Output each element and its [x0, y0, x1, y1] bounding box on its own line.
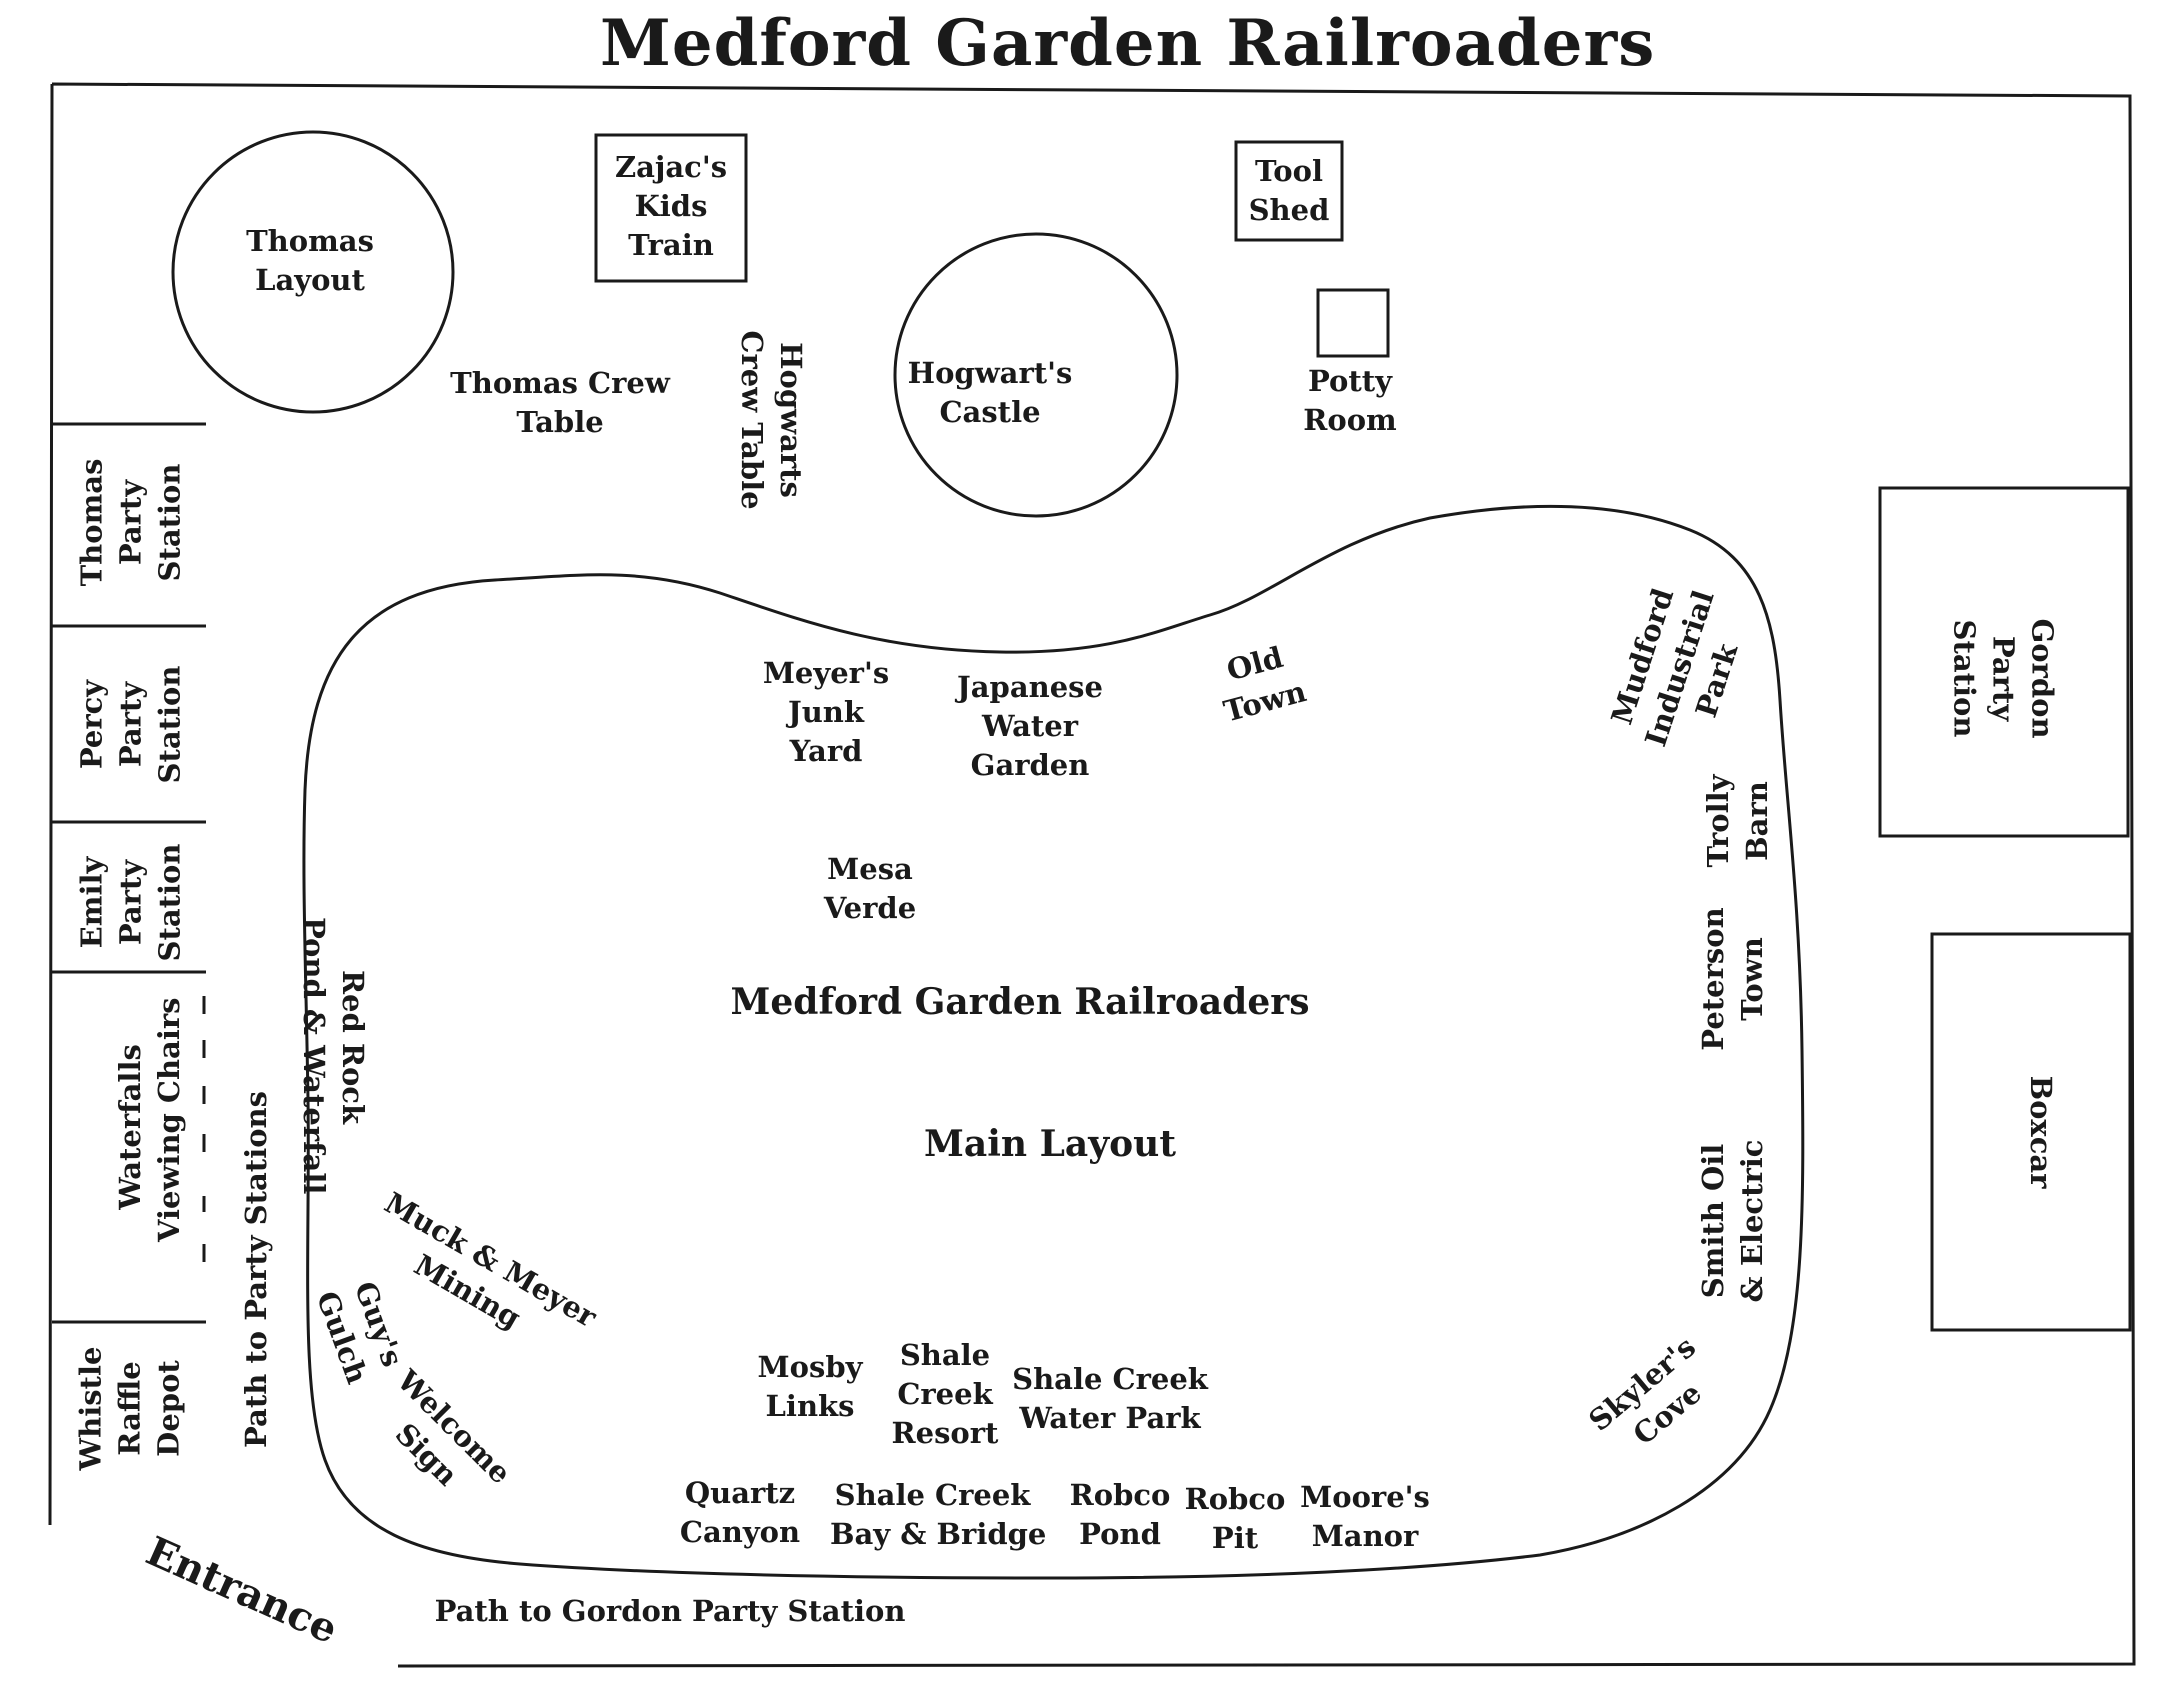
main-layout-label: Main Layout	[924, 1123, 1176, 1165]
potty-room-box	[1316, 288, 1390, 358]
moores-manor-label: Moore's Manor	[1300, 1480, 1430, 1553]
thomas-layout-circle	[171, 130, 455, 414]
mesa-verde-label: Mesa Verde	[823, 852, 917, 925]
mosby-links-label: Mosby Links	[757, 1350, 863, 1423]
layout-name-label: Medford Garden Railroaders	[730, 981, 1310, 1023]
boxcar-box	[1930, 932, 2132, 1332]
robco-pit-label: Robco Pit	[1184, 1482, 1286, 1555]
thomas-layout-label: Thomas Layout	[246, 224, 374, 297]
potty-room-label: Potty Room	[1303, 364, 1397, 437]
outer-boundary	[48, 82, 2136, 1668]
shale-creek-resort-label: Shale Creek Resort	[891, 1338, 999, 1450]
meyers-junk-yard-label: Meyer's Junk Yard	[762, 656, 890, 768]
tool-shed-box	[1234, 140, 1344, 242]
path-to-party-stations-label: Path to Party Stations	[239, 1091, 273, 1448]
path-to-gordon-party-station-label: Path to Gordon Party Station	[434, 1594, 906, 1628]
tool-shed-label: Tool Shed	[1248, 154, 1330, 227]
shale-creek-water-park-label: Shale Creek Water Park	[1012, 1362, 1208, 1435]
emily-party-station-label: Emily Party Station	[74, 843, 187, 962]
whistle-raffle-depot-label: Whistle Raffle Depot	[73, 1346, 186, 1471]
waterfalls-viewing-chairs-label: Waterfalls Viewing Chairs	[113, 997, 186, 1242]
shale-creek-bay-bridge-label: Shale Creek Bay & Bridge	[830, 1478, 1047, 1551]
quartz-canyon-label: Quartz Canyon	[679, 1476, 801, 1549]
boxcar-label: Boxcar	[2024, 1075, 2058, 1189]
hogwarts-crew-table-label: Hogwarts Crew Table	[735, 330, 808, 510]
gordon-party-station-label: Gordon Party Station	[1947, 618, 2060, 739]
thomas-crew-table-label: Thomas Crew Table	[450, 366, 670, 439]
gordon-party-station-box	[1878, 486, 2130, 838]
japanese-water-garden-label: Japanese Water Garden	[957, 670, 1103, 782]
robco-pond-label: Robco Pond	[1069, 1478, 1171, 1551]
trolly-barn-label: Trolly Barn	[1701, 774, 1774, 868]
main-layout-track	[302, 504, 1805, 1580]
thomas-party-station-label: Thomas Party Station	[74, 458, 187, 587]
hogwarts-castle-label: Hogwart's Castle	[907, 356, 1073, 429]
red-rock-pond-label: Red Rock Pond & Waterfall	[297, 917, 370, 1195]
smith-oil-electric-label: Smith Oil & Electric	[1696, 1139, 1769, 1303]
party-station-dividers	[52, 422, 206, 1324]
zajac-kids-train-label: Zajac's Kids Train	[614, 150, 728, 262]
percy-party-station-label: Percy Party Station	[74, 665, 187, 784]
hogwarts-castle-circle	[893, 232, 1179, 518]
peterson-town-label: Peterson Town	[1696, 907, 1769, 1051]
zajac-kids-train-box	[594, 133, 748, 283]
page-title: Medford Garden Railroaders	[600, 6, 1656, 81]
